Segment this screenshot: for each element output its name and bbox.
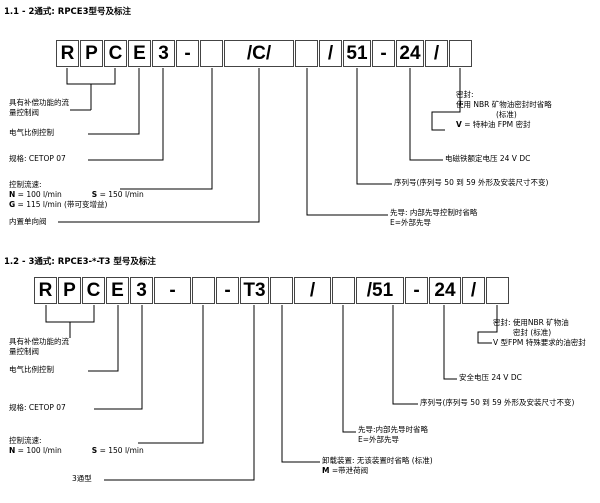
pilot-line1: 先导:内部先导时省略 (358, 425, 429, 434)
section2-flow-note: 控制流速: N = 100 l/min S = 150 l/min (9, 436, 144, 456)
code-box: R (56, 40, 79, 67)
code-box: - (216, 277, 239, 304)
seal-std: (标准) (496, 109, 517, 119)
flow-n-key: N (9, 189, 16, 199)
flow-n-val: = 100 l/min (15, 189, 62, 199)
seal-v-val: = 特种油 FPM 密封 (461, 119, 531, 129)
section2-title: 1.2 - 3通式: RPCE3-*-T3 型号及标注 (4, 257, 156, 267)
flow-s-val: = 150 l/min (97, 445, 144, 455)
code-box: / (462, 277, 485, 304)
seal-nbr: 使用 NBR 矿物油密封时省略 (456, 99, 552, 109)
section2-three-way-note: 3通型 (72, 474, 92, 483)
unload-val: =带泄荷阀 (329, 465, 369, 475)
section2-serial-note: 序列号(序列号 50 到 59 外形及安装尺寸不变) (420, 398, 575, 407)
code-box: 24 (429, 277, 461, 304)
flow-n-val: = 100 l/min (15, 445, 62, 455)
code-box: P (80, 40, 103, 67)
comp-valve-line1: 具有补偿功能的流 (9, 337, 69, 346)
code-box (192, 277, 215, 304)
section1-flow-note: 控制流速: N = 100 l/min S = 150 l/min G = 115… (9, 180, 144, 210)
code-box: 3 (152, 40, 175, 67)
unload-key: M (322, 465, 330, 475)
code-box: C (104, 40, 127, 67)
pilot-line2: E=外部先导 (390, 217, 432, 227)
code-box (449, 40, 472, 67)
code-box: / (425, 40, 448, 67)
code-box: 51 (343, 40, 371, 67)
code-box: C (82, 277, 105, 304)
section1-voltage-note: 电磁铁额定电压 24 V DC (445, 154, 531, 163)
flow-g-key: G (9, 199, 16, 209)
seal-line3: V 型FPM 特殊要求的油密封 (493, 337, 586, 347)
flow-g-line: G = 115 l/min (带可变增益) (9, 200, 144, 210)
section1-pilot-note: 先导: 内部先导控制时省略 E=外部先导 (390, 208, 477, 228)
code-box (332, 277, 355, 304)
code-box (295, 40, 318, 67)
code-box: T3 (240, 277, 269, 304)
flow-title: 控制流速: (9, 436, 42, 445)
comp-valve-line2: 量控制阀 (9, 107, 39, 117)
code-box: 24 (396, 40, 424, 67)
code-box: / (319, 40, 342, 67)
seal-title: 密封: (456, 90, 474, 99)
flow-title: 控制流速: (9, 180, 42, 189)
code-box: E (106, 277, 129, 304)
section1-comp-valve-note: 具有补偿功能的流 量控制阀 (9, 98, 69, 118)
code-box (200, 40, 223, 67)
section1-size-note: 规格: CETOP 07 (9, 154, 66, 163)
section1-electric-note: 电气比例控制 (9, 128, 54, 137)
flow-s-val: = 150 l/min (97, 189, 144, 199)
code-box: - (372, 40, 395, 67)
code-box: - (405, 277, 428, 304)
code-box: - (176, 40, 199, 67)
flow-n-s-line: N = 100 l/min S = 150 l/min (9, 190, 144, 200)
unload-line1: 卸载装置: 无该装置时省略 (标准) (322, 456, 433, 465)
pilot-line2: E=外部先导 (358, 434, 400, 444)
comp-valve-line1: 具有补偿功能的流 (9, 98, 69, 107)
section2-pilot-note: 先导:内部先导时省略 E=外部先导 (358, 425, 428, 445)
section2-size-note: 规格: CETOP 07 (9, 403, 66, 412)
code-box (486, 277, 509, 304)
seal-line1: 密封: 使用NBR 矿物油 (493, 318, 569, 327)
code-box (270, 277, 293, 304)
code-box: 3 (130, 277, 153, 304)
section1-check-valve-note: 内置单向阀 (9, 217, 47, 226)
code-box: /51 (356, 277, 404, 304)
section2-unload-note: 卸载装置: 无该装置时省略 (标准) M =带泄荷阀 (322, 456, 433, 476)
flow-n-s-line: N = 100 l/min S = 150 l/min (9, 446, 144, 456)
section2-comp-valve-note: 具有补偿功能的流 量控制阀 (9, 337, 69, 357)
flow-s-key: S (91, 189, 98, 199)
unload-line2: M =带泄荷阀 (322, 466, 433, 476)
code-box: E (128, 40, 151, 67)
code-box: P (58, 277, 81, 304)
flow-s-key: S (91, 445, 98, 455)
section2-seal-note: 密封: 使用NBR 矿物油 密封 (标准) V 型FPM 特殊要求的油密封 (483, 318, 586, 348)
code-box: R (34, 277, 57, 304)
section1-seal-note: 密封: 使用 NBR 矿物油密封时省略 (标准) V = 特种油 FPM 密封 (456, 90, 552, 130)
flow-n-key: N (9, 445, 16, 455)
seal-v-line: V = 特种油 FPM 密封 (456, 120, 552, 130)
code-box: /C/ (224, 40, 294, 67)
comp-valve-line2: 量控制阀 (9, 346, 39, 356)
section2-voltage-note: 安全电压 24 V DC (459, 373, 522, 382)
seal-v-key: V (456, 119, 462, 129)
pilot-line1: 先导: 内部先导控制时省略 (390, 208, 478, 217)
code-box: - (154, 277, 191, 304)
section1-title: 1.1 - 2通式: RPCE3型号及标注 (4, 7, 132, 17)
seal-line2: 密封 (标准) (513, 327, 552, 337)
code-box: / (294, 277, 331, 304)
section2-electric-note: 电气比例控制 (9, 365, 54, 374)
flow-g-val: = 115 l/min (带可变增益) (15, 199, 108, 209)
section1-serial-note: 序列号(序列号 50 到 59 外形及安装尺寸不变) (394, 178, 549, 187)
